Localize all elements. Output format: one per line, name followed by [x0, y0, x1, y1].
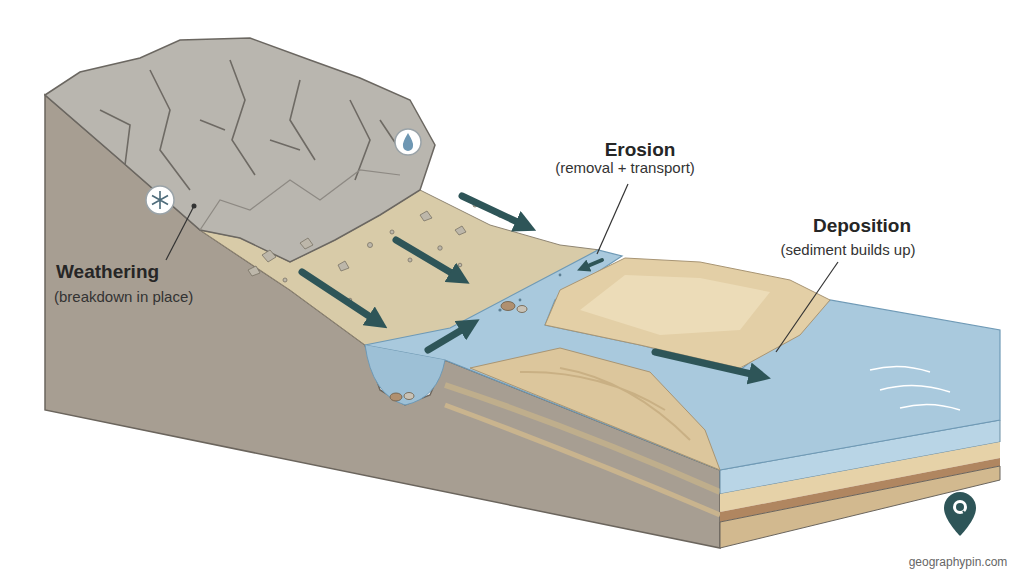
- loose-rock: [368, 243, 373, 248]
- rain-icon: [395, 129, 421, 155]
- loose-rock: [338, 261, 349, 271]
- logo-pin: [953, 500, 967, 514]
- process-label: Deposition: [813, 215, 911, 238]
- river-water: [390, 393, 402, 401]
- deposit: [470, 258, 830, 470]
- logo-pin: [944, 492, 976, 536]
- deposit: [580, 275, 770, 335]
- leader-line: [166, 206, 194, 260]
- flow-arrow: [396, 240, 460, 278]
- leader-line: [776, 262, 838, 352]
- river-water: [517, 306, 527, 313]
- flow-arrow: [302, 196, 760, 376]
- river-water: [519, 299, 522, 302]
- flow-arrow: [462, 196, 526, 226]
- river-water: [870, 366, 960, 410]
- loose-rock: [455, 226, 466, 235]
- river-water: [498, 308, 501, 311]
- loose-rock: [248, 266, 260, 276]
- process-description: (breakdown in place): [54, 288, 193, 306]
- loose-rock: [408, 258, 412, 262]
- river-water: [365, 250, 1000, 470]
- river-water: [404, 393, 414, 400]
- leader-line: [597, 184, 628, 254]
- flow-arrow: [302, 272, 378, 322]
- process-description: (sediment builds up): [780, 241, 915, 259]
- deposit: [545, 258, 830, 368]
- frost-icon: [152, 191, 168, 209]
- leader-line: [166, 184, 838, 352]
- logo-pin: [956, 503, 964, 511]
- deposit: [520, 368, 690, 440]
- river-water: [559, 274, 562, 277]
- flow-arrow: [655, 352, 760, 376]
- loose-rock: [283, 278, 287, 282]
- deposit: [470, 348, 720, 470]
- rain-icon: [403, 133, 413, 151]
- process-description: (removal + transport): [555, 159, 695, 177]
- flow-arrow: [583, 260, 602, 268]
- watermark: geographypin.com: [909, 555, 1008, 569]
- loose-rock: [420, 211, 432, 221]
- loose-rock: [300, 238, 313, 249]
- loose-rock: [262, 250, 276, 262]
- rock-outcrop: [45, 38, 435, 262]
- frost-icon: [146, 186, 174, 214]
- logo-pin: [963, 511, 968, 518]
- river-water: [365, 345, 445, 405]
- rock-outcrop: [100, 60, 400, 190]
- sediment-layers: [720, 466, 1000, 548]
- rain-icon: [395, 129, 421, 155]
- loose-rock: [390, 230, 394, 234]
- process-label: Weathering: [56, 261, 159, 284]
- loose-rock: [248, 203, 502, 302]
- loose-rock: [438, 246, 442, 250]
- river-water: [365, 250, 1000, 470]
- rock-outcrop: [200, 170, 400, 230]
- loose-rock: [458, 263, 462, 267]
- river-water: [501, 302, 515, 311]
- process-label: Erosion: [605, 139, 676, 162]
- flow-arrow: [428, 325, 470, 350]
- logo-pin: [944, 492, 976, 536]
- rock-outcrop: [45, 38, 435, 262]
- frost-icon: [146, 186, 174, 214]
